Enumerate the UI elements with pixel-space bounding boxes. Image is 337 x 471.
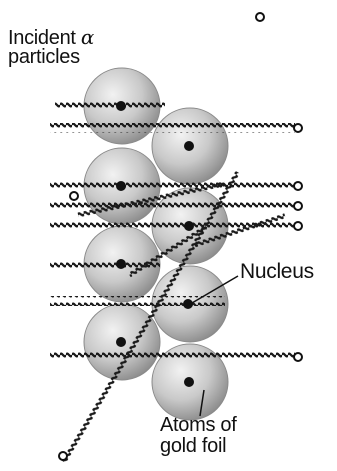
alpha-particle-marker (70, 192, 78, 200)
nucleus (116, 337, 126, 347)
alpha-stream (50, 352, 295, 362)
alpha-particle-marker (294, 222, 302, 230)
alpha-particle-marker (294, 202, 302, 210)
alpha-particle-marker (256, 13, 264, 21)
particles-label: particles (8, 47, 80, 67)
nucleus (183, 299, 193, 309)
incident-label: Incident α (8, 27, 94, 48)
alpha-symbol: α (81, 25, 94, 49)
nucleus (184, 141, 194, 151)
atoms-label-line2: gold foil (160, 436, 226, 456)
atoms-label-line1: Atoms of (160, 415, 237, 435)
alpha-stream (50, 296, 225, 306)
nucleus (116, 181, 126, 191)
alpha-stream (50, 200, 295, 210)
alpha-particle-marker (294, 124, 302, 132)
alpha-stream (55, 99, 165, 109)
nucleus (116, 101, 126, 111)
nucleus-label: Nucleus (240, 262, 314, 282)
nucleus (116, 259, 126, 269)
alpha-particle-marker (294, 353, 302, 361)
alpha-stream (50, 181, 295, 191)
alpha-particle-marker (294, 182, 302, 190)
alpha-particle-marker (59, 452, 67, 460)
nucleus (184, 221, 194, 231)
nucleus (184, 377, 194, 387)
alpha-stream (50, 123, 295, 133)
